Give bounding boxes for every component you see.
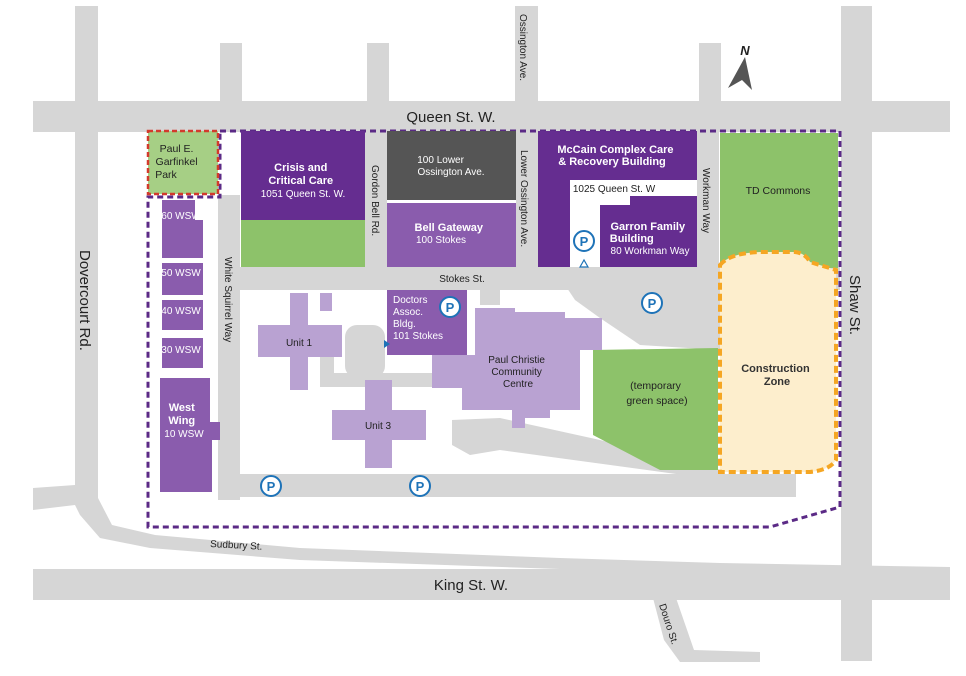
community-centre-label: Paul Christie Community Centre <box>488 355 547 390</box>
garfinkel-park-label: Paul E. Garfinkel Park <box>155 143 200 181</box>
building-40-wsw[interactable] <box>162 300 203 330</box>
stokes-st-label: Stokes St. <box>439 274 485 285</box>
temp-green-label: (temporary green space) <box>626 380 687 407</box>
internal-road-north <box>480 290 500 305</box>
unit-1-label: Unit 1 <box>286 338 313 349</box>
entrance-triangle-icon <box>384 340 390 348</box>
building-mccain[interactable] <box>538 131 697 267</box>
parking-icon[interactable]: P <box>641 292 663 314</box>
wsw-50-label: 50 WSW <box>161 268 201 279</box>
svg-text:P: P <box>580 234 589 249</box>
ossington-road <box>515 6 538 103</box>
gordon-bell-road <box>365 130 387 270</box>
wsw-40-label: 40 WSW <box>161 306 201 317</box>
unit-driveway <box>345 325 385 378</box>
svg-text:P: P <box>648 296 657 311</box>
garfinkel-park <box>146 129 220 196</box>
dovercourt-road <box>75 6 98 501</box>
building-100-lower-ossington[interactable] <box>387 131 516 200</box>
king-st-road <box>33 569 950 600</box>
shaw-st-label: Shaw St. <box>846 275 863 335</box>
shaw-st-road <box>841 6 872 661</box>
white-squirrel-label: White Squirrel Way <box>222 257 233 342</box>
td-commons-label: TD Commons <box>746 185 811 197</box>
white-squirrel-road <box>218 195 240 500</box>
sudbury-st-road <box>33 485 950 576</box>
wsw-60-label: 60 WSW <box>161 211 201 222</box>
road-stub-1 <box>220 43 242 103</box>
building-garron-family[interactable] <box>600 196 697 267</box>
crisis-label: Crisis and Critical Care 1051 Queen St. … <box>261 158 346 200</box>
lower-ossington-road <box>516 130 538 270</box>
parking-icon[interactable]: P <box>409 475 431 497</box>
building-community-centre[interactable] <box>432 308 602 428</box>
unit-3-label: Unit 3 <box>365 421 392 432</box>
sudbury-st-label: Sudbury St. <box>210 539 263 553</box>
svg-text:P: P <box>446 300 455 315</box>
queen-st-label: Queen St. W. <box>406 109 495 126</box>
lower-ossington-100-label: 100 Lower Ossington Ave. <box>417 155 484 178</box>
workman-way-road <box>697 130 719 280</box>
temporary-green-space <box>593 348 718 470</box>
road-stub-3 <box>699 43 721 103</box>
building-50-wsw[interactable] <box>162 263 203 295</box>
dovercourt-label: Dovercourt Rd. <box>76 250 93 351</box>
north-label: N <box>740 43 750 58</box>
workman-way-label: Workman Way <box>700 168 711 233</box>
building-crisis-critical-care[interactable] <box>241 131 365 220</box>
wsw-30-label: 30 WSW <box>161 345 201 356</box>
building-unit-1-annex <box>320 293 332 311</box>
road-stub-2 <box>367 43 389 103</box>
parking-icon[interactable]: P <box>573 230 595 252</box>
parking-icon[interactable]: P <box>439 296 461 318</box>
building-bell-gateway[interactable] <box>387 203 516 267</box>
north-arrow-icon: N <box>728 43 752 90</box>
construction-zone <box>718 250 838 474</box>
building-west-wing[interactable] <box>160 378 220 492</box>
mccain-label: McCain Complex Care & Recovery Building <box>557 144 676 168</box>
road-network <box>33 6 950 662</box>
building-unit-1[interactable] <box>258 293 342 390</box>
parking-loop <box>565 285 720 350</box>
parking-icon[interactable]: P <box>260 475 282 497</box>
building-30-wsw[interactable] <box>162 338 203 368</box>
td-commons-green <box>720 133 838 268</box>
building-60-wsw[interactable] <box>162 200 203 258</box>
lower-ossington-label: Lower Ossington Ave. <box>518 150 529 247</box>
doctors-label: Doctors Assoc. Bldg. 101 Stokes <box>393 295 443 342</box>
bell-gateway-label: Bell Gateway 100 Stokes <box>415 218 488 246</box>
queen-st-road <box>33 101 950 132</box>
queen-1025-label: 1025 Queen St. W <box>573 184 656 195</box>
ossington-label: Ossington Ave. <box>517 14 528 81</box>
douro-st-road <box>653 598 760 662</box>
campus-boundary <box>146 129 842 529</box>
west-wing-label: West Wing 10 WSW <box>164 398 204 440</box>
garron-label: Garron Family Building 80 Workman Way <box>610 217 690 257</box>
building-unit-3[interactable] <box>332 380 426 468</box>
king-st-label: King St. W. <box>434 577 508 594</box>
entrance-triangle-icon <box>578 258 590 268</box>
stokes-st-road <box>220 267 840 290</box>
svg-text:P: P <box>416 479 425 494</box>
south-internal-road <box>218 474 796 497</box>
svg-text:P: P <box>267 479 276 494</box>
crisis-green <box>241 220 365 267</box>
construction-zone-label: Construction Zone <box>741 363 813 388</box>
building-1025-queen[interactable] <box>570 180 697 196</box>
gordon-bell-label: Gordon Bell Rd. <box>369 165 380 236</box>
